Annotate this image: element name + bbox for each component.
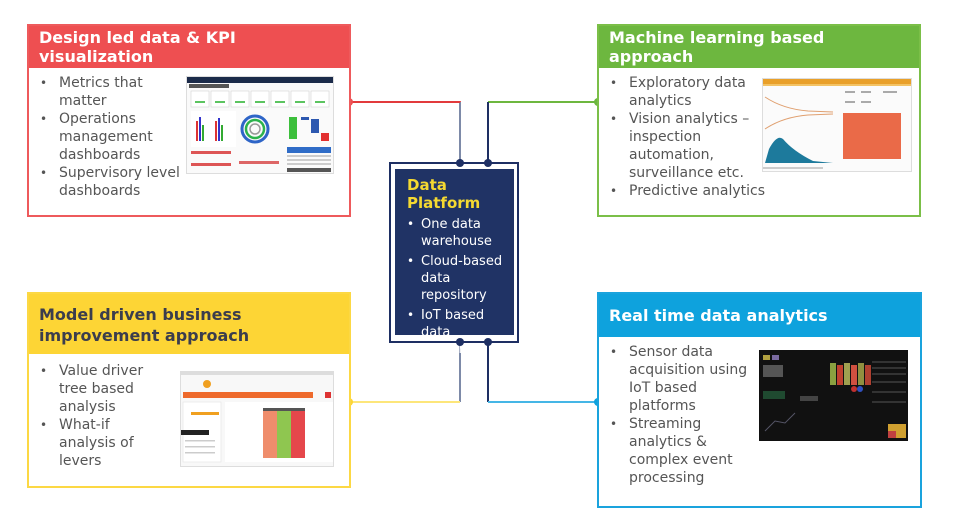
kpi-dashboard-image: [187, 77, 333, 172]
data-platform-list: One data warehouse Cloud-based data repo…: [407, 216, 514, 358]
bullet-item: Predictive analytics: [609, 182, 809, 200]
bullet-list: Exploratory data analytics Vision analyt…: [609, 74, 809, 200]
card-header: Machine learning based approach: [599, 26, 919, 68]
bullet-item: One data warehouse: [407, 216, 514, 250]
bullet-item: Sensor data acquisition using IoT based …: [609, 343, 749, 415]
card-header: Design led data & KPI visualization: [29, 26, 349, 68]
bullet-item: Value driver tree based analysis: [39, 362, 169, 416]
card-header: Model driven business improvement approa…: [29, 294, 349, 354]
bullet-item: Operations management dashboards: [39, 110, 179, 164]
value-driver-tree-thumbnail: [180, 371, 334, 467]
data-platform-box: Data Platform One data warehouse Cloud-b…: [395, 169, 514, 357]
bullet-item: Cloud-based data repository: [407, 253, 514, 304]
card-design-kpi-visualization: Design led data & KPI visualization Metr…: [27, 24, 351, 217]
card-model-driven-improvement: Model driven business improvement approa…: [27, 292, 351, 488]
bullet-item: Streaming analytics & complex event proc…: [609, 415, 749, 487]
kpi-dashboard-thumbnail: [186, 76, 334, 174]
bullet-list: Sensor data acquisition using IoT based …: [609, 343, 749, 487]
bullet-item: IoT based data platforms: [407, 307, 514, 358]
bullet-item: Exploratory data analytics: [609, 74, 749, 110]
data-platform-title: Data Platform: [407, 176, 481, 212]
bullet-list: Value driver tree based analysis What-if…: [39, 362, 169, 470]
card-real-time-analytics: Real time data analytics Sensor data acq…: [597, 292, 922, 508]
ml-analytics-image: [763, 79, 911, 169]
card-header: Real time data analytics: [599, 294, 920, 337]
bullet-item: What-if analysis of levers: [39, 416, 139, 470]
bullet-item: Vision analytics – inspection automation…: [609, 110, 769, 182]
bullet-item: Metrics that matter: [39, 74, 169, 110]
value-driver-tree-image: [181, 372, 333, 463]
connector-red: [349, 101, 461, 163]
bullet-item: Supervisory level dashboards: [39, 164, 199, 200]
ml-analytics-thumbnail: [762, 78, 912, 172]
realtime-dashboard-image: [763, 355, 906, 438]
card-machine-learning: Machine learning based approach Explorat…: [597, 24, 921, 217]
bullet-list: Metrics that matter Operations managemen…: [39, 74, 199, 200]
realtime-dashboard-thumbnail: [759, 350, 908, 441]
